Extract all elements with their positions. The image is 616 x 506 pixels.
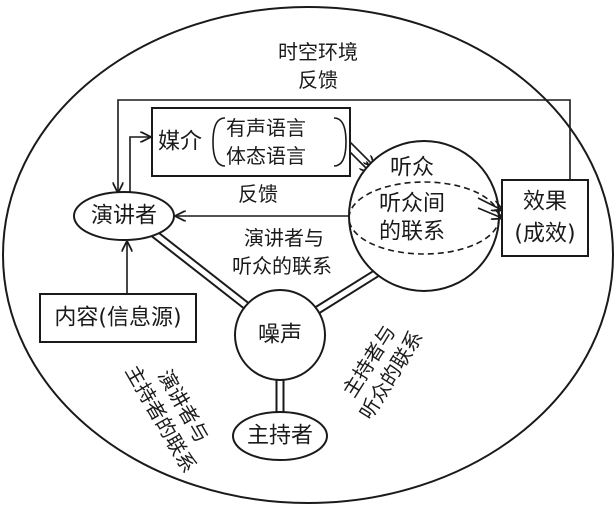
environment-feedback-label: 反馈 bbox=[298, 68, 338, 92]
audience-inner-line2: 的联系 bbox=[379, 220, 445, 245]
medium-spoken-language: 有声语言 bbox=[226, 116, 306, 140]
speaker-audience-link-line2: 听众的联系 bbox=[232, 254, 332, 278]
content-label: 内容(信息源) bbox=[54, 306, 181, 331]
host-label: 主持者 bbox=[247, 424, 313, 449]
effect-sublabel: (成效) bbox=[514, 222, 575, 247]
content-box bbox=[39, 293, 197, 343]
audience-label: 听众 bbox=[390, 156, 434, 181]
medium-body-language: 体态语言 bbox=[226, 144, 306, 168]
audience-inner-line1: 听众间 bbox=[379, 192, 445, 217]
audience-to-effect-arrow-1 bbox=[477, 197, 502, 210]
speaker-audience-link-line1: 演讲者与 bbox=[244, 226, 324, 250]
noise-label: 噪声 bbox=[258, 323, 302, 348]
medium-box bbox=[151, 107, 351, 177]
medium-brace-left bbox=[212, 117, 226, 167]
speaker-node bbox=[73, 191, 175, 241]
medium-brace-right bbox=[333, 117, 347, 167]
speaker-label: 演讲者 bbox=[91, 204, 157, 229]
effect-label: 效果 bbox=[523, 190, 567, 215]
outer-feedback-arrow bbox=[118, 99, 571, 192]
environment-label: 时空环境 bbox=[278, 40, 358, 64]
inner-feedback-label: 反馈 bbox=[238, 182, 278, 206]
environment-ellipse bbox=[2, 6, 614, 504]
audience-to-effect-arrow-2 bbox=[477, 207, 502, 218]
noise-node bbox=[234, 289, 326, 381]
medium-label: 媒介 bbox=[158, 130, 202, 155]
host-node bbox=[232, 411, 328, 461]
effect-box bbox=[501, 179, 589, 257]
speaker-to-medium-arrow bbox=[129, 137, 150, 193]
